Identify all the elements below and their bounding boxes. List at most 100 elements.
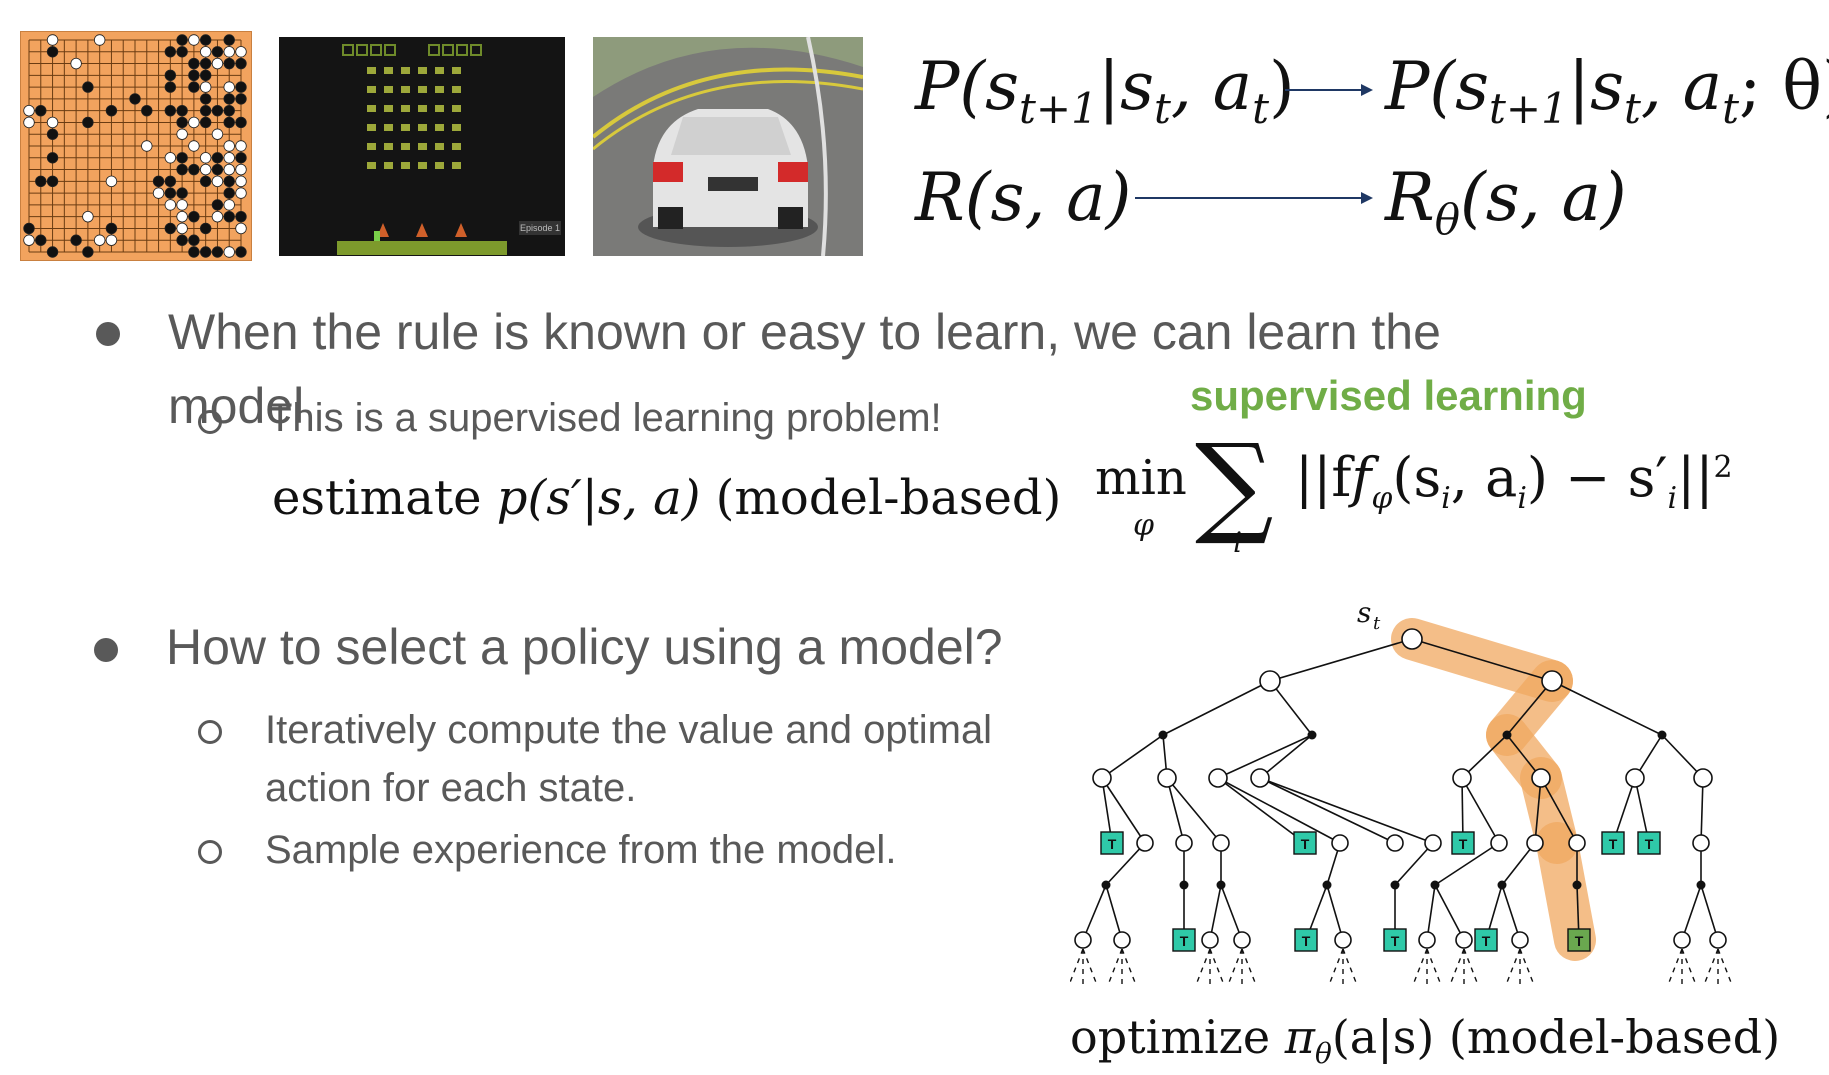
go-stone — [35, 234, 47, 246]
go-stone — [82, 246, 94, 258]
go-stone — [223, 140, 235, 152]
estimate-formula: estimate p(s′|s, a) (model-based) — [272, 470, 1062, 526]
go-stone — [223, 187, 235, 199]
alien — [418, 67, 427, 74]
go-stone — [235, 93, 247, 105]
tree-edge — [1461, 734, 1508, 779]
terminal-node: T — [1601, 831, 1625, 855]
go-stone — [82, 81, 94, 93]
go-stone — [199, 81, 212, 93]
state-node — [1455, 931, 1473, 949]
terminal-label: T — [1180, 933, 1189, 949]
dashed-branch — [1519, 948, 1535, 986]
go-stone — [235, 57, 247, 70]
tree-edge — [1217, 734, 1313, 779]
go-stone — [199, 69, 212, 82]
go-stone — [23, 104, 35, 117]
go-stone — [188, 69, 200, 82]
dashed-branch — [1195, 948, 1211, 986]
tree-edge — [1105, 842, 1146, 886]
go-stone — [176, 128, 188, 140]
alien — [435, 86, 444, 93]
go-stone — [188, 210, 200, 223]
tree-edge — [1166, 777, 1222, 844]
action-node — [1390, 880, 1400, 890]
go-stone — [141, 140, 153, 152]
tree-edge — [1082, 884, 1107, 941]
go-stone — [235, 246, 247, 258]
go-stone — [223, 199, 235, 211]
tree-edge — [1105, 884, 1123, 941]
action-node — [1430, 880, 1440, 890]
terminal-label: T — [1391, 933, 1400, 949]
action-node — [1158, 730, 1168, 740]
dashed-branch — [1667, 948, 1683, 986]
state-node — [1334, 931, 1352, 949]
alien — [435, 162, 444, 169]
go-stone — [164, 46, 177, 58]
alien — [418, 105, 427, 112]
terminal-node: T — [1637, 831, 1661, 855]
go-stone — [188, 163, 200, 176]
go-stone — [46, 128, 59, 140]
go-stone — [188, 81, 200, 93]
dashed-branch — [1107, 948, 1123, 986]
go-stone — [105, 175, 118, 188]
terminal-label: T — [1459, 836, 1468, 852]
dashed-branch — [1082, 948, 1098, 986]
driving-car-thumbnail — [593, 37, 863, 256]
alien — [401, 105, 410, 112]
terminal-node: T — [1100, 831, 1124, 855]
dashed-branch — [1121, 948, 1137, 986]
action-node — [1696, 880, 1706, 890]
go-stone — [46, 246, 59, 258]
alien — [401, 124, 410, 131]
dashed-branch — [1463, 948, 1479, 986]
go-stone — [176, 187, 188, 199]
go-stone — [223, 152, 235, 164]
go-stone — [199, 57, 212, 70]
go-stone — [176, 116, 188, 129]
dashed-branch — [1505, 948, 1521, 986]
terminal-node: T — [1383, 928, 1407, 952]
go-stone — [223, 104, 235, 117]
tree-edge — [1700, 884, 1719, 941]
go-stone — [223, 57, 235, 70]
go-stone — [82, 116, 94, 129]
go-stone — [82, 210, 94, 223]
go-board-thumbnail — [20, 31, 252, 261]
go-stone — [199, 104, 212, 117]
tree-edge — [1461, 777, 1500, 844]
state-node — [1625, 768, 1645, 788]
model-reward-equation: Rθ(s, a) — [1385, 159, 1627, 244]
go-stone — [164, 199, 177, 211]
go-stone — [23, 222, 35, 235]
go-stone — [188, 57, 200, 70]
alien — [384, 124, 393, 131]
go-stone — [70, 57, 82, 70]
go-stone — [188, 116, 200, 129]
go-stone — [164, 104, 177, 117]
state-node — [1113, 931, 1131, 949]
tree-edge — [1394, 842, 1434, 886]
state-node — [1490, 834, 1508, 852]
bullet-dot-2 — [94, 638, 118, 662]
go-stone — [176, 222, 188, 235]
terminal-node: T — [1294, 928, 1318, 952]
go-stone — [164, 152, 177, 164]
go-stone — [164, 81, 177, 93]
go-stone — [235, 116, 247, 129]
space-invaders-thumbnail: Episode 1 — [279, 37, 565, 256]
state-node — [1531, 768, 1551, 788]
go-stone — [129, 93, 141, 105]
go-stone — [105, 104, 118, 117]
state-node — [1331, 834, 1349, 852]
action-node — [1307, 730, 1317, 740]
arrow-reward — [1135, 192, 1373, 204]
state-node — [1709, 931, 1727, 949]
tree-edge — [1501, 884, 1521, 941]
state-node — [1208, 768, 1228, 788]
state-node — [1136, 834, 1154, 852]
alien — [452, 162, 461, 169]
dashed-branch — [1426, 948, 1442, 986]
